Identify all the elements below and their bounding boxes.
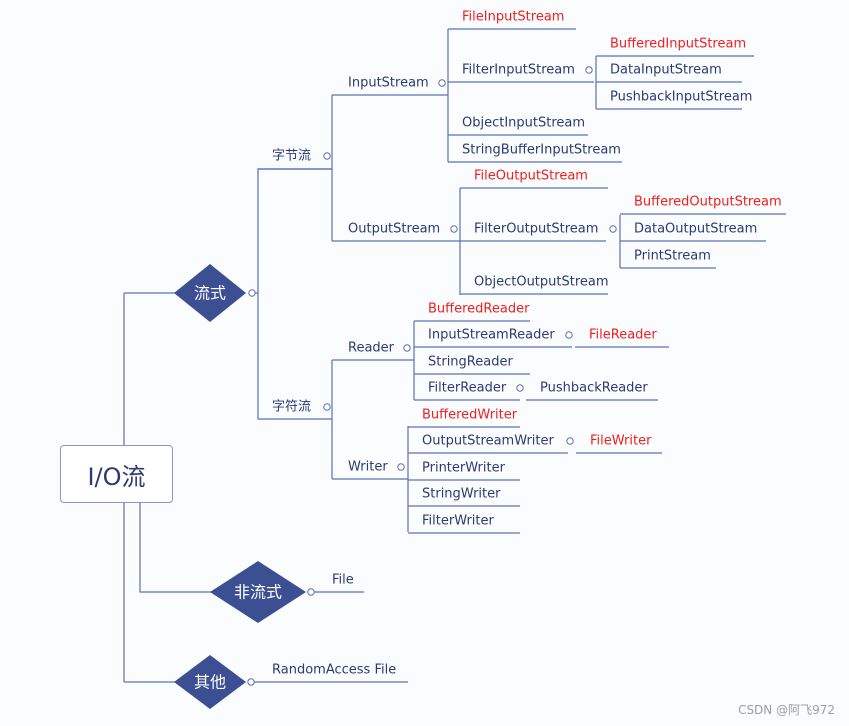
node-printstream: PrintStream [634,249,711,264]
node-datainputstream: DataInputStream [610,63,722,78]
node-inputstreamreader: InputStreamReader [428,328,555,343]
collapse-handle-icon [397,463,405,471]
node-pushbackinputstream: PushbackInputStream [610,90,752,105]
node-bufferedoutputstream: BufferedOutputStream [634,195,782,210]
node-outputstreamwriter: OutputStreamWriter [422,434,555,449]
collapse-handle-icon [247,678,255,686]
collapse-handle-icon [516,384,524,392]
node-filterwriter: FilterWriter [422,514,495,529]
node-dataoutputstream: DataOutputStream [634,222,757,237]
node-stringbufferinputstream: StringBufferInputStream [462,143,621,158]
node-reader: Reader [348,341,395,356]
collapse-handle-icon [585,66,593,74]
node-filewriter: FileWriter [590,434,652,449]
node-stringreader: StringReader [428,355,513,370]
node-bufferedwriter: BufferedWriter [422,408,518,423]
hub-stream-label: 流式 [194,284,226,303]
node-filteroutputstream: FilterOutputStream [474,222,598,237]
hub-other [174,655,246,709]
connector-line [257,293,332,420]
node-pushbackreader: PushbackReader [540,381,648,396]
node-writer: Writer [348,460,388,475]
collapse-handle-icon [307,588,315,596]
collapse-handle-icon [438,79,446,87]
connector-line [139,503,212,593]
collapse-handle-icon [248,289,256,297]
node-file: File [332,573,354,588]
hub-non-stream [210,561,306,623]
node-randomaccess-file: RandomAccess File [272,663,396,678]
node-bufferedreader: BufferedReader [428,302,530,317]
collapse-handle-icon [323,403,331,411]
hub-other-label: 其他 [194,673,226,692]
collapse-handle-icon [450,225,458,233]
node-outputstream: OutputStream [348,222,440,237]
node-inputstream: InputStream [348,76,429,91]
root-node: I/O流 [60,445,173,503]
collapse-handle-icon [403,344,411,352]
collapse-handle-icon [565,331,573,339]
node-objectinputstream: ObjectInputStream [462,116,585,131]
node-filereader: FileReader [589,328,657,343]
node-char-stream: 字符流 [272,399,311,415]
node-bufferedinputstream: BufferedInputStream [610,37,746,52]
connector-line [255,168,332,294]
node-printerwriter: PrinterWriter [422,461,506,476]
watermark: CSDN @阿飞972 [738,703,835,717]
node-fileoutputstream: FileOutputStream [474,169,588,184]
node-filterinputstream: FilterInputStream [462,63,575,78]
node-fileinputstream: FileInputStream [462,10,564,25]
collapse-handle-icon [609,225,617,233]
collapse-handle-icon [323,152,331,160]
node-byte-stream: 字节流 [272,149,311,164]
hub-non-stream-label: 非流式 [234,583,282,602]
node-stringwriter: StringWriter [422,487,501,502]
hub-stream [174,264,246,322]
node-filterreader: FilterReader [428,381,507,396]
collapse-handle-icon [566,437,574,445]
node-objectoutputstream: ObjectOutputStream [474,275,609,290]
